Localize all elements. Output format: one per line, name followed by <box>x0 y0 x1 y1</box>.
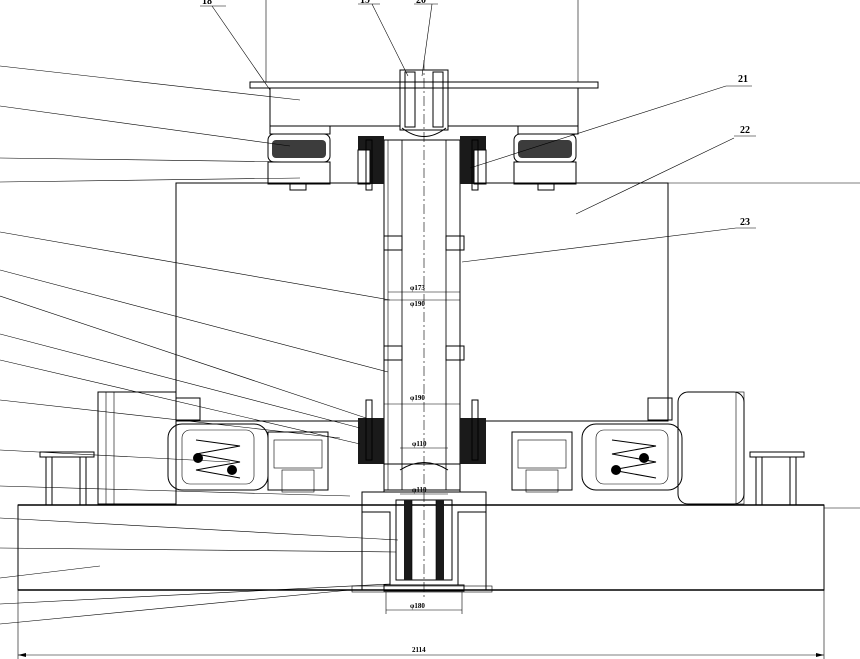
main-block <box>175 182 860 422</box>
callout-20: 20 <box>416 0 426 6</box>
callout-22: 22 <box>740 125 750 136</box>
right-spring-unit <box>511 391 805 506</box>
upper-bearing-housing <box>357 136 487 191</box>
leader-lines <box>0 3 756 625</box>
left-spring-unit <box>39 391 329 506</box>
overall-dimension: 2114 <box>17 507 860 659</box>
central-shaft <box>383 60 461 600</box>
callout-18: 18 <box>202 0 212 7</box>
mid-bearings <box>383 235 465 361</box>
lower-bearing-housing <box>358 399 486 493</box>
dim-overall-width: 2114 <box>412 646 426 654</box>
upper-damper-right <box>513 133 577 191</box>
base-plate <box>17 504 825 591</box>
dim-d173: φ173 <box>410 284 425 292</box>
dim-d190-lower: φ190 <box>410 394 425 402</box>
callout-21: 21 <box>738 74 748 85</box>
callout-23: 23 <box>740 217 750 228</box>
dim-d190-upper: φ190 <box>410 300 425 308</box>
dim-d180: φ180 <box>410 602 425 610</box>
dim-d110-b: φ110 <box>412 486 427 494</box>
callout-19: 19 <box>360 0 370 6</box>
dim-d110-a: φ110 <box>412 440 427 448</box>
lower-bearing-seat <box>351 491 493 593</box>
callouts: 18 19 20 21 22 23 <box>202 0 750 228</box>
diameter-dimensions: φ173 φ190 φ190 φ110 φ110 φ180 <box>384 284 463 614</box>
